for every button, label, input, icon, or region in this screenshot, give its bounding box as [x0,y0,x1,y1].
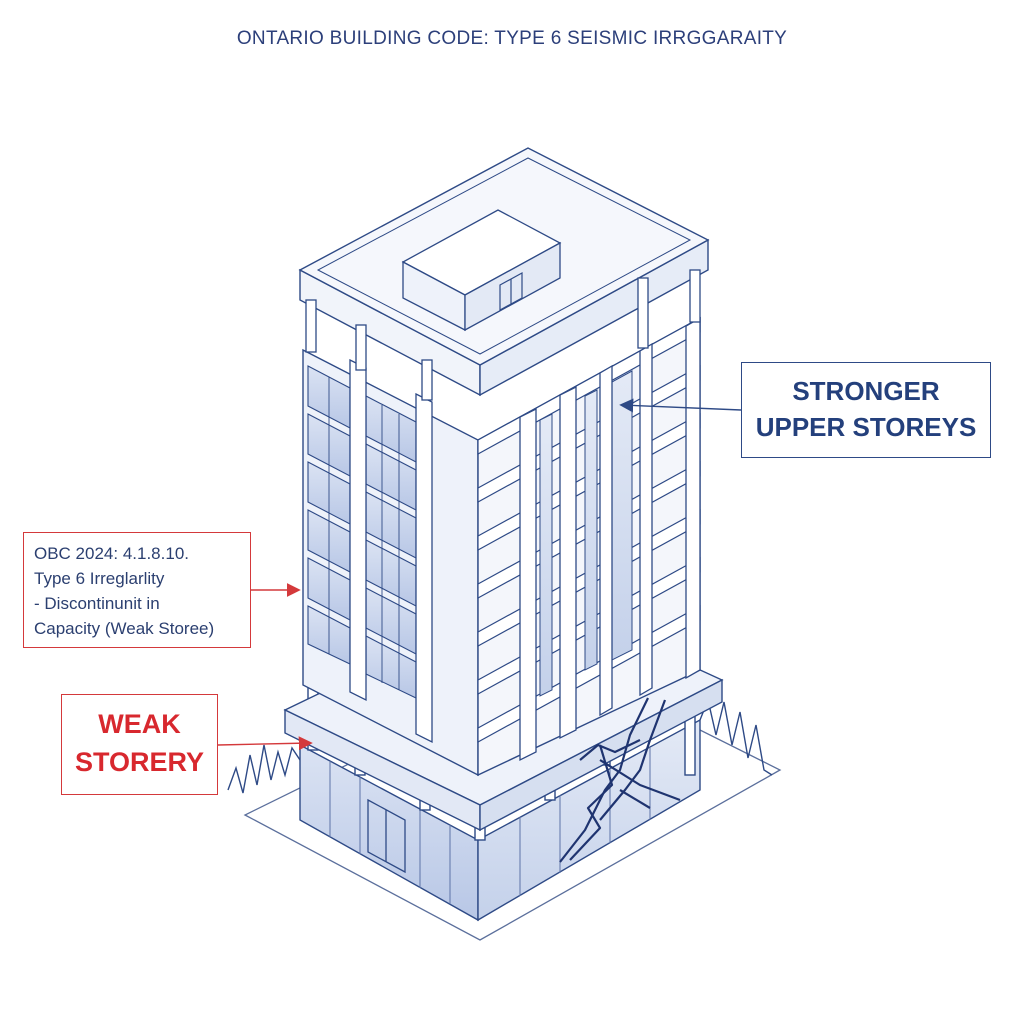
seismic-wave-right [699,697,773,776]
right-face-glazing [539,370,633,697]
stronger-storeys-callout: STRONGER UPPER STOREYS [741,362,991,458]
right-face-columns [519,316,701,762]
left-face-columns [349,358,433,744]
weak-storey-callout: WEAK STORERY [61,694,218,795]
weak-leader-arrow [217,736,313,751]
code-ref-line-4: Capacity (Weak Storee) [34,619,215,638]
code-ref-line-2: Type 6 Irreglarlity [34,569,165,588]
stronger-callout-line-1: STRONGER [792,376,940,406]
page-title: ONTARIO BUILDING CODE: TYPE 6 SEISMIC IR… [236,28,788,49]
upper-open-columns [305,269,701,401]
code-reference-callout: OBC 2024: 4.1.8.10. Type 6 Irreglarlity … [23,532,251,648]
stronger-leader-arrow [619,398,742,413]
code-ref-line-3: - Discontinunit in [34,594,160,613]
penthouse-right-face [464,241,561,332]
penthouse-door [499,271,523,312]
crack-marks [559,697,681,863]
weak-callout-line-2: STORERY [74,747,205,777]
left-face-mullions [328,377,400,690]
seismic-wave-left [227,744,301,794]
code-ref-line-1: OBC 2024: 4.1.8.10. [34,544,189,563]
left-face-windows [307,365,417,699]
stronger-callout-line-2: UPPER STOREYS [755,412,977,442]
transfer-slab-right-edge [479,678,723,832]
roof-inner-parapet [316,157,692,355]
entrance-doors [367,798,406,874]
weak-callout-line-1: WEAK [98,709,181,739]
